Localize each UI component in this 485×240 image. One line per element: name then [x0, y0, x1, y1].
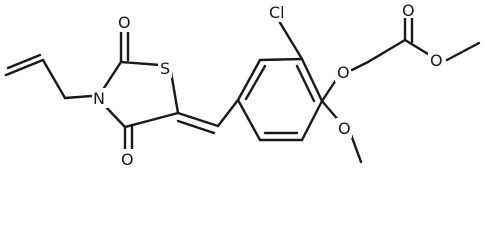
bond-ring-cl [277, 19, 304, 61]
atom-nitrogen-ring: N [93, 89, 105, 108]
bond-allyl-terminal-double-b [6, 53, 42, 70]
atom-oxygen-ether: O [337, 63, 350, 82]
molecule-structure-diagram: Cl O O O O S N O O [4, 0, 481, 169]
bond-allyl-chain-1 [41, 58, 67, 100]
bond-o-methyl-ester [445, 41, 481, 62]
bond-ring-o-ether [320, 78, 338, 103]
bond-c2-s [119, 60, 162, 67]
bond-c4-n [102, 103, 127, 129]
bond-ring-c1-c2-inner [244, 64, 267, 101]
bond-o-ether-ch2 [350, 60, 370, 72]
atom-oxygen-c2-carbonyl: O [118, 13, 131, 32]
bond-c5-methine-b [176, 119, 216, 135]
atom-bg-s [158, 58, 172, 78]
bond-ring-c3-c4-inner [295, 64, 316, 103]
bond-carbonyl-o-single [403, 38, 430, 56]
bond-ring-c3-c4 [300, 57, 324, 103]
atom-sulfur-ring: S [160, 59, 170, 78]
atom-bg-o-c4 [119, 149, 135, 169]
atom-bg-o-ester-double [400, 0, 416, 18]
bond-n-c2 [102, 60, 123, 90]
atom-oxygen-ester-single: O [430, 51, 443, 70]
bond-c5-c4 [123, 111, 180, 129]
bond-s-c5 [169, 70, 180, 115]
bond-ring-c2-c3 [258, 57, 304, 62]
atom-labels: Cl O O O O S N O O [92, 0, 444, 169]
atom-bg-cl [268, 2, 292, 22]
bond-ring-c4-c5 [300, 99, 324, 142]
bond-allyl-terminal-double-a [4, 58, 45, 77]
atom-bg-n [92, 88, 108, 108]
atom-bg-o-ester-single [428, 50, 444, 70]
bond-ring-c6-c1 [236, 98, 262, 142]
bond-lines [4, 15, 481, 164]
atom-oxygen-ester-carbonyl: O [402, 1, 415, 20]
bond-ch2-carbonyl [366, 38, 407, 64]
bond-c5-methine-a [176, 111, 220, 128]
atom-bg-o-methoxy [336, 118, 352, 138]
bond-methine-aryl [216, 98, 240, 128]
bond-ring-c1-c2 [236, 58, 262, 102]
atom-chlorine: Cl [269, 3, 285, 22]
atom-oxygen-c4-carbonyl: O [121, 150, 134, 169]
bond-allyl-chain-2 [63, 94, 94, 100]
atom-bg-o-c2 [116, 12, 132, 32]
atom-oxygen-methoxy: O [338, 119, 351, 138]
atom-bg-o-ether [335, 62, 351, 82]
